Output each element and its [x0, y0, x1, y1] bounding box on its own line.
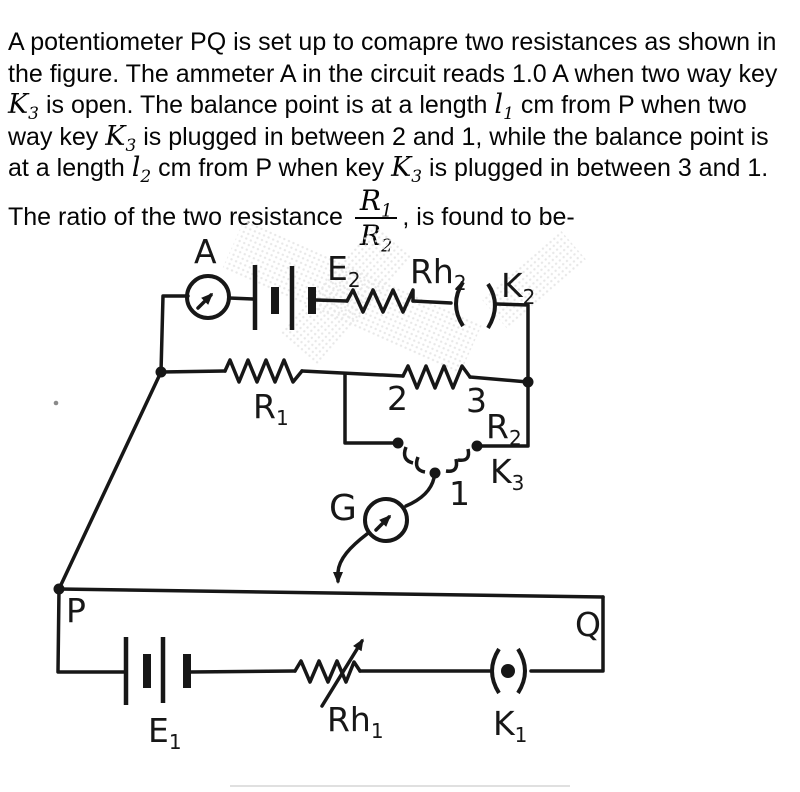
math-K3: K3: [391, 152, 423, 187]
contact-3-label: 3: [466, 381, 487, 420]
key-K3-label: K3: [490, 452, 524, 495]
wire: [159, 369, 227, 374]
key-contact-arc: [445, 458, 459, 473]
rheostat-Rh2-label: Rh2: [410, 252, 467, 295]
resistor-R1-label: R1: [253, 387, 289, 430]
resistor-R2-icon: [401, 364, 472, 390]
jockey-wire: [333, 532, 369, 584]
point-P-label: P: [66, 591, 86, 630]
wire: [227, 296, 255, 301]
wire: [300, 369, 405, 378]
key-K1-icon: [490, 647, 527, 695]
battery-E1-label: E1: [148, 711, 182, 754]
stray-dot: [53, 400, 59, 406]
top-loop: [159, 265, 530, 379]
question-segment: is open. The balance point is at a lengt…: [39, 91, 495, 119]
question-segment: , is found to be-: [402, 202, 575, 231]
ammeter-label: A: [194, 232, 217, 271]
question-segment: is plugged in between 2 and 1, while the…: [8, 122, 769, 183]
wire: [188, 669, 297, 674]
resistor-row: [155, 358, 534, 448]
question-segment: A potentiometer PQ is set up to comapre …: [8, 28, 778, 88]
wire: [529, 595, 605, 673]
wire: [404, 476, 436, 508]
galvanometer-icon: [363, 497, 409, 543]
contact-2-label: 2: [387, 379, 408, 418]
key-contact-arc: [402, 446, 414, 465]
wire: [495, 302, 530, 379]
wire: [56, 587, 126, 674]
key-contact-arc: [414, 456, 426, 474]
wire: [57, 370, 163, 591]
question-text: A potentiometer PQ is set up to comapre …: [8, 27, 796, 255]
wire: [314, 298, 349, 303]
key-terminal-3-dot: [471, 440, 483, 452]
question-segment: is plugged in between 3 and 1. The ratio…: [8, 154, 769, 231]
battery-E1-icon: [123, 637, 191, 705]
resistor-R1-icon: [223, 358, 304, 384]
wire: [411, 299, 453, 305]
wire: [468, 375, 530, 384]
rheostat-Rh1-label: Rh1: [327, 700, 384, 743]
ammeter-icon: [185, 274, 231, 320]
key-terminal-1-dot: [429, 467, 441, 479]
galvanometer-branch: [333, 476, 436, 584]
key-contact-arc: [457, 448, 471, 463]
two-way-key-K3: [392, 437, 483, 479]
point-Q-label: Q: [575, 605, 601, 644]
resistor-R2-label: R2: [486, 407, 522, 450]
math-l1: l1: [494, 89, 514, 124]
potentiometer-wire: [57, 587, 605, 599]
key-K2-label: K2: [501, 266, 535, 309]
wire: [159, 294, 190, 374]
math-l2: l2: [131, 152, 152, 187]
math-K3: K3: [8, 89, 39, 124]
rheostat-Rh1-icon: [293, 638, 364, 708]
fraction-numerator: R1: [354, 184, 398, 220]
wire: [343, 372, 396, 445]
key-terminal-2-dot: [392, 437, 404, 449]
math-K3: K3: [105, 120, 137, 156]
contact-1-label: 1: [449, 474, 470, 513]
potentiometer-loop: [53, 370, 605, 708]
rheostat-Rh2-icon: [345, 288, 415, 314]
battery-E2-label: E2: [327, 249, 361, 292]
wire: [479, 380, 530, 448]
battery-E2-icon: [252, 265, 316, 330]
key-K2-icon: [454, 280, 497, 330]
key-K1-label: K1: [493, 704, 527, 747]
galvanometer-label: G: [329, 488, 357, 529]
question-segment: cm from P when key: [151, 154, 392, 182]
question-segment: cm from P when two way key: [8, 91, 747, 151]
